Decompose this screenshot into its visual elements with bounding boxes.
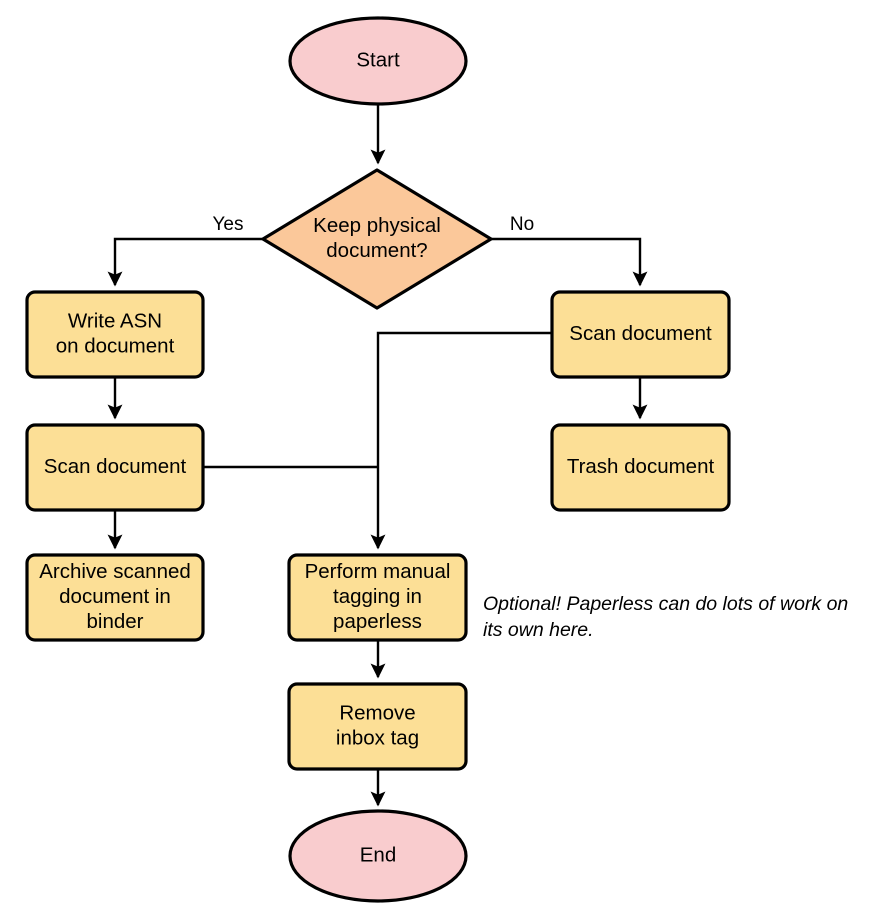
edge-path [370,331,552,550]
annotation-line: its own here. [483,619,594,641]
annotations-layer: Optional! Paperless can do lots of work … [483,593,848,641]
edge-decision-yes-to-write-asn: Yes [107,214,263,287]
node-shape-rect[interactable] [287,553,468,642]
annotation-line: Optional! Paperless can do lots of work … [483,593,848,615]
edge-label-decision-yes-to-write-asn: Yes [213,214,244,235]
node-end[interactable]: End [288,809,468,903]
edge-path [107,237,263,287]
edge-label-decision-no-to-scan-right: No [510,214,534,235]
node-shape-diamond[interactable] [261,168,493,310]
edge-path [491,237,648,287]
node-start[interactable]: Start [288,16,468,106]
edge-scan-right-to-manual-tagging [370,331,552,550]
node-shape-rect[interactable] [25,553,205,642]
node-shape-rect[interactable] [550,423,731,512]
node-shape-rect[interactable] [550,290,731,379]
node-shape-rect[interactable] [25,423,205,512]
annotation-optional-note: Optional! Paperless can do lots of work … [483,593,848,641]
node-shape-rect[interactable] [287,682,468,771]
node-scan-document-left[interactable]: Scan document [25,423,205,512]
node-shape-ellipse[interactable] [288,16,468,106]
node-shape-rect[interactable] [25,290,205,379]
node-scan-document-right[interactable]: Scan document [550,290,731,379]
node-shape-ellipse[interactable] [288,809,468,903]
node-trash-document[interactable]: Trash document [550,423,731,512]
edges-layer: Yes No [107,104,648,807]
edge-decision-no-to-scan-right: No [491,214,648,287]
